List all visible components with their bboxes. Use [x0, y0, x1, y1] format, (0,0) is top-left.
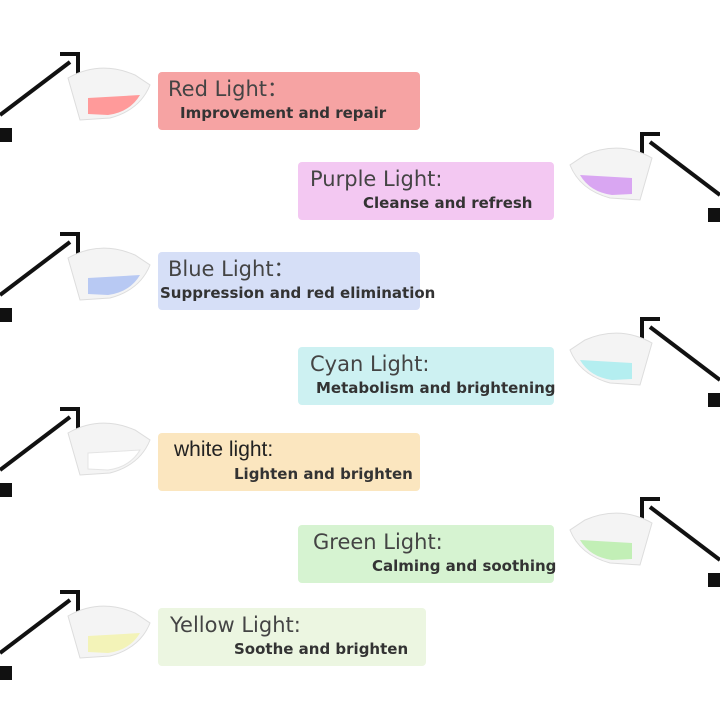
title-white: white light:	[174, 438, 274, 461]
subtitle-white: Lighten and brighten	[234, 465, 413, 483]
subtitle-purple: Cleanse and refresh	[363, 194, 533, 212]
lamp-icon-cyan	[560, 305, 720, 415]
subtitle-yellow: Soothe and brighten	[234, 640, 409, 658]
light-row-red: Red Light： Improvement and repair	[0, 40, 720, 142]
lamp-icon-white	[0, 395, 160, 505]
label-yellow: Yellow Light: Soothe and brighten	[158, 608, 426, 666]
lamp-icon-yellow	[0, 578, 160, 688]
subtitle-green: Calming and soothing	[372, 557, 557, 575]
label-green: Green Light: Calming and soothing	[298, 525, 557, 583]
light-row-yellow: Yellow Light: Soothe and brighten	[0, 578, 720, 680]
title-yellow: Yellow Light:	[170, 613, 301, 637]
title-red: Red Light：	[168, 77, 288, 101]
title-cyan: Cyan Light:	[310, 352, 430, 376]
label-red: Red Light： Improvement and repair	[158, 72, 420, 130]
subtitle-blue: Suppression and red elimination	[160, 284, 436, 302]
subtitle-red: Improvement and repair	[180, 104, 387, 122]
label-cyan: Cyan Light: Metabolism and brightening	[298, 347, 556, 405]
label-blue: Blue Light： Suppression and red eliminat…	[158, 252, 436, 310]
light-row-purple: Purple Light: Cleanse and refresh	[0, 120, 720, 222]
light-row-blue: Blue Light： Suppression and red eliminat…	[0, 220, 720, 322]
light-row-cyan: Cyan Light: Metabolism and brightening	[0, 305, 720, 407]
label-purple: Purple Light: Cleanse and refresh	[298, 162, 554, 220]
title-blue: Blue Light：	[168, 257, 295, 281]
light-row-white: white light: Lighten and brighten	[0, 395, 720, 497]
title-purple: Purple Light:	[310, 167, 443, 191]
light-row-green: Green Light: Calming and soothing	[0, 485, 720, 587]
subtitle-cyan: Metabolism and brightening	[316, 379, 556, 397]
lamp-icon-red	[0, 40, 160, 150]
lamp-icon-blue	[0, 220, 160, 330]
lamp-icon-purple	[560, 120, 720, 230]
lamp-icon-green	[560, 485, 720, 595]
label-white: white light: Lighten and brighten	[158, 433, 420, 491]
title-green: Green Light:	[313, 530, 443, 554]
